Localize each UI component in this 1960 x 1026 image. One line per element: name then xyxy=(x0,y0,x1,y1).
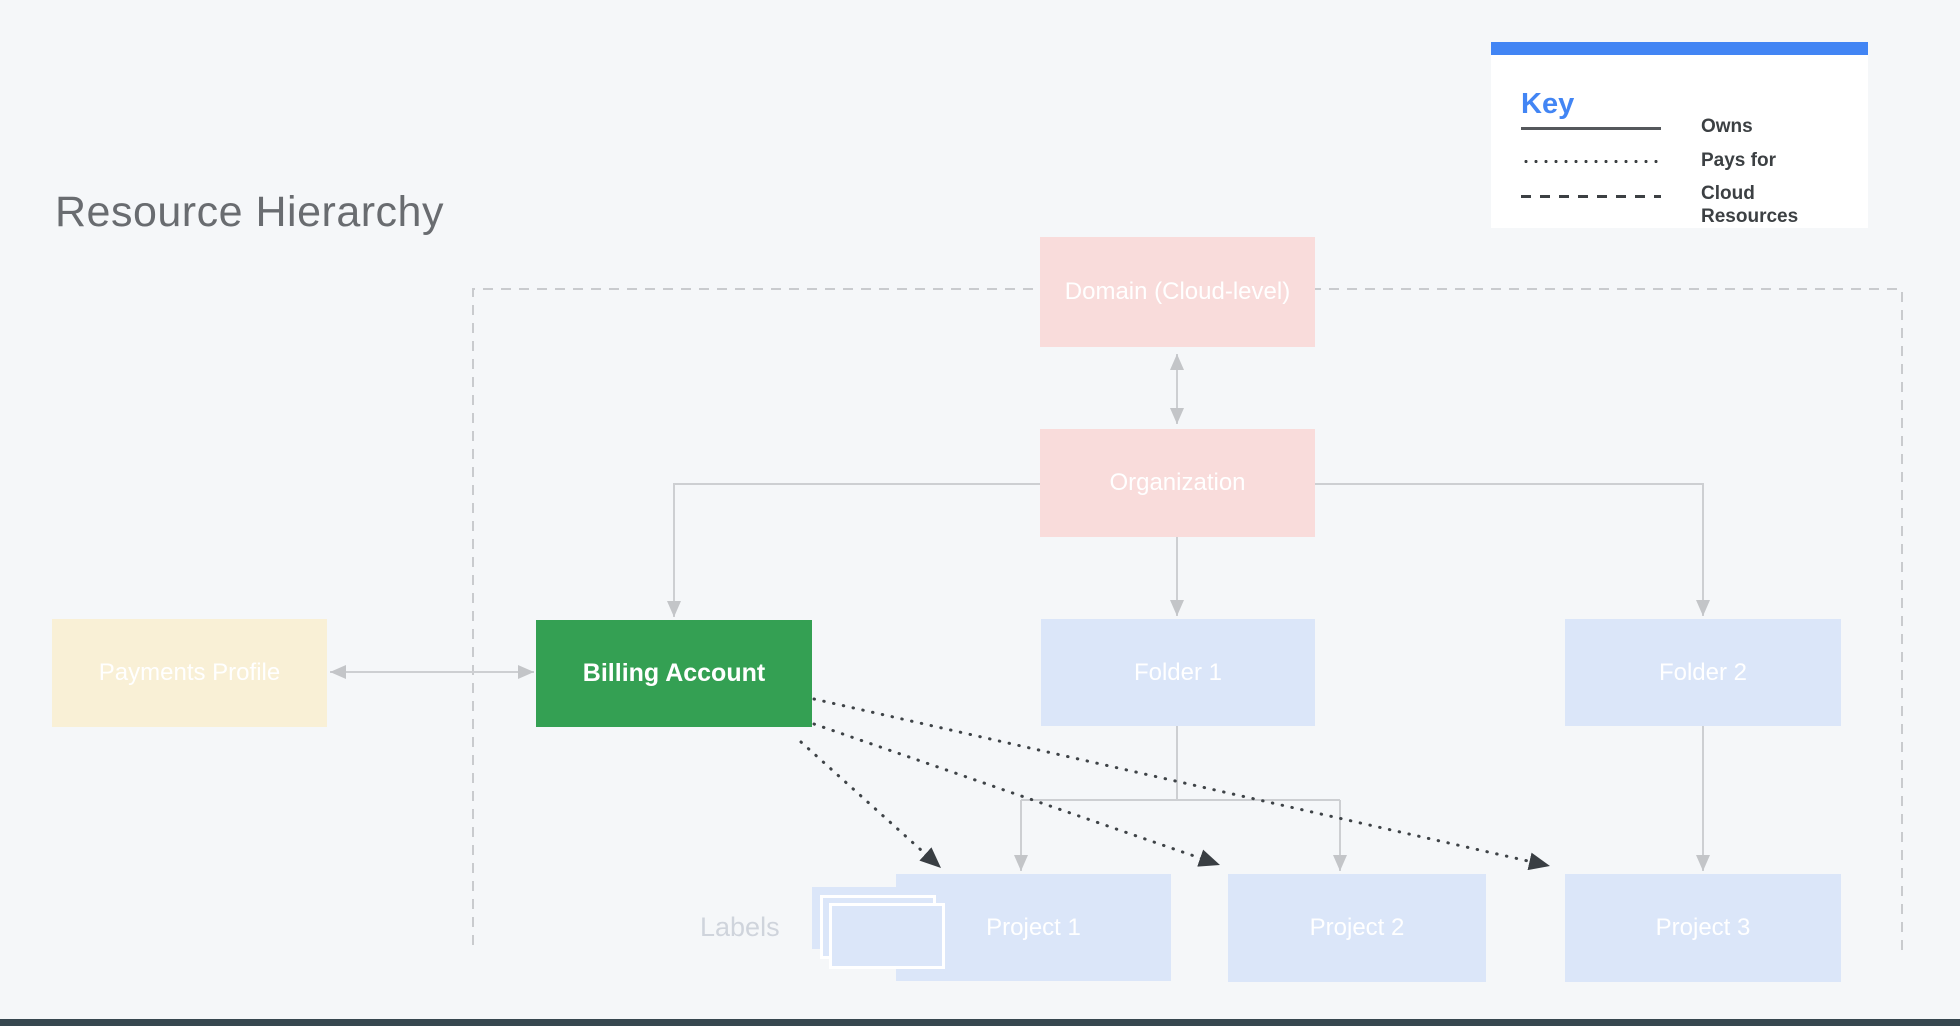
page-title: Resource Hierarchy xyxy=(55,188,444,236)
cloud-resources-line-sample xyxy=(1521,195,1661,198)
owns-connector-folder1-stem xyxy=(1021,726,1340,801)
node-payments-profile: Payments Profile xyxy=(52,619,327,727)
node-billing-account: Billing Account xyxy=(536,620,812,727)
bottom-edge-strip xyxy=(0,1019,1960,1026)
key-label-cloud-resources: Cloud Resources xyxy=(1701,183,1799,228)
pays-for-connector-billing-project2 xyxy=(812,722,1222,867)
node-folder-1: Folder 1 xyxy=(1041,619,1315,726)
owns-connector-organization-folder2 xyxy=(1315,483,1710,616)
pays-for-connector-billing-project1 xyxy=(799,740,943,870)
key-title: Key xyxy=(1521,88,1575,120)
owns-connector-organization-billing xyxy=(667,483,1040,617)
key-label-owns: Owns xyxy=(1701,116,1753,137)
node-folder-2: Folder 2 xyxy=(1565,619,1841,726)
pays-for-connector-billing-project3 xyxy=(812,697,1552,871)
pays-for-line-sample xyxy=(1521,160,1661,163)
key-label-pays-for: Pays for xyxy=(1701,150,1776,171)
node-organization: Organization xyxy=(1040,429,1315,537)
labels-caption: Labels xyxy=(700,912,780,942)
owns-line-sample xyxy=(1521,127,1661,130)
node-domain: Domain (Cloud-level) xyxy=(1040,237,1315,347)
labels-card-front-icon xyxy=(829,903,945,969)
node-project-3: Project 3 xyxy=(1565,874,1841,982)
key-accent-bar xyxy=(1491,42,1868,55)
key-legend: Key Owns Pays for Cloud Resources xyxy=(1491,42,1868,228)
node-project-2: Project 2 xyxy=(1228,874,1486,982)
